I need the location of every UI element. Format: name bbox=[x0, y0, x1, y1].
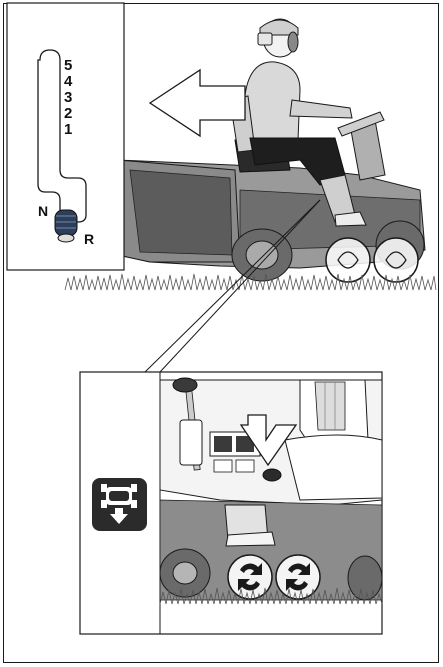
lowering-symbol-badge bbox=[92, 478, 147, 531]
blade-icon-right bbox=[374, 238, 418, 282]
blade-rotation-icon-left bbox=[228, 555, 272, 599]
mower-closeup-lower bbox=[160, 500, 382, 604]
detail-panel bbox=[80, 372, 382, 634]
blade-icon-left bbox=[326, 238, 370, 282]
gear-5-label: 5 bbox=[64, 58, 78, 74]
gear-knob bbox=[55, 210, 77, 242]
gear-3-label: 3 bbox=[64, 90, 78, 106]
forward-direction-arrow bbox=[150, 70, 245, 136]
gear-numbers: 5 4 3 2 1 bbox=[64, 58, 78, 138]
gear-1-label: 1 bbox=[64, 122, 78, 138]
neutral-label: N bbox=[38, 203, 48, 219]
control-panel-closeup bbox=[160, 378, 382, 505]
gear-4-label: 4 bbox=[64, 74, 78, 90]
reverse-label: R bbox=[84, 231, 94, 247]
gear-2-label: 2 bbox=[64, 106, 78, 122]
